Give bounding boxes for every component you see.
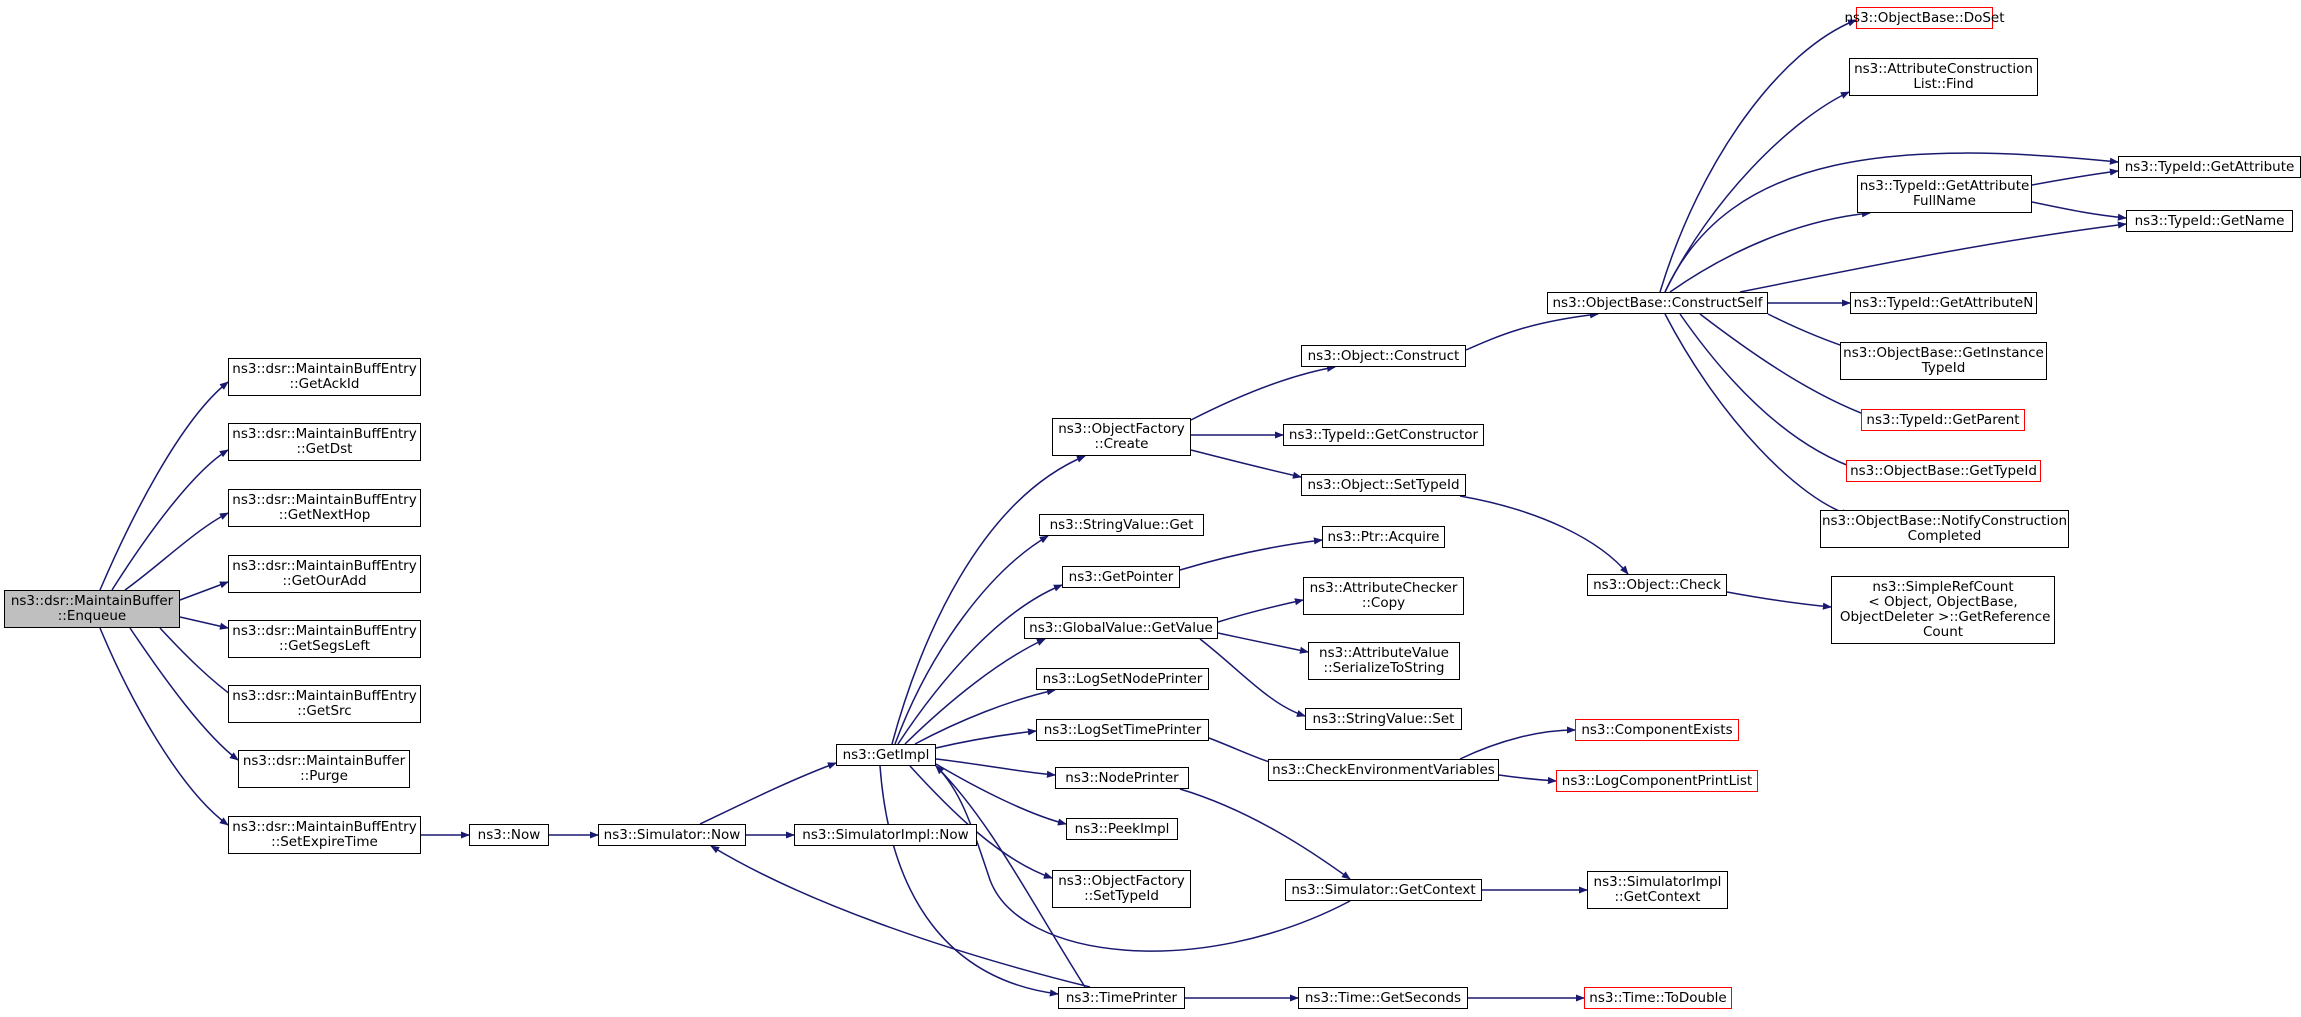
node-setexpiretime[interactable]: ns3::dsr::MaintainBuffEntry ::SetExpireT… <box>228 816 421 854</box>
edge-enqueue-getsegsleft <box>179 616 229 630</box>
edge-getimpl-timeprinter <box>879 765 1059 997</box>
edge-objconstruct-obconstructself <box>1465 311 1599 351</box>
node-objconstruct[interactable]: ns3::Object::Construct <box>1301 345 1466 367</box>
edge-enqueue-getackid <box>99 381 229 591</box>
edge-getimpl-nodeprinter <box>935 758 1056 778</box>
edge-getimpl-logsetnode <box>914 688 1056 745</box>
edge-getpointer-ptracquire <box>1179 537 1323 571</box>
edge-gvgetvalue-strset <box>1199 638 1306 717</box>
node-strget[interactable]: ns3::StringValue::Get <box>1039 514 1204 536</box>
edge-simnow-getimpl <box>699 762 837 825</box>
node-obdoset[interactable]: ns3::ObjectBase::DoSet <box>1844 7 2005 29</box>
node-simimplgetctx[interactable]: ns3::SimulatorImpl ::GetContext <box>1587 871 1728 909</box>
edge-enqueue-getdst <box>111 449 229 591</box>
node-getsrc[interactable]: ns3::dsr::MaintainBuffEntry ::GetSrc <box>228 685 421 723</box>
node-avserialize[interactable]: ns3::AttributeValue ::SerializeToString <box>1308 642 1460 680</box>
node-getdst[interactable]: ns3::dsr::MaintainBuffEntry ::GetDst <box>228 423 421 461</box>
edge-checkenv-logcompprint <box>1498 774 1557 785</box>
edge-enqueue-getouradd <box>179 581 229 601</box>
edge-cs-tidgetattrfull <box>1669 210 1871 293</box>
node-getouradd[interactable]: ns3::dsr::MaintainBuffEntry ::GetOurAdd <box>228 555 421 593</box>
node-obnotify[interactable]: ns3::ObjectBase::NotifyConstruction Comp… <box>1820 510 2069 548</box>
edge-cs-obgettypeid <box>1679 313 1861 471</box>
edge-gvgetvalue-accopy <box>1217 598 1304 623</box>
node-checkenv[interactable]: ns3::CheckEnvironmentVariables <box>1268 759 1499 781</box>
node-objcheck[interactable]: ns3::Object::Check <box>1587 574 1727 596</box>
node-peekimpl[interactable]: ns3::PeekImpl <box>1066 818 1178 840</box>
node-getimpl[interactable]: ns3::GetImpl <box>836 744 936 766</box>
node-logsetnode[interactable]: ns3::LogSetNodePrinter <box>1036 668 1209 690</box>
node-accopy[interactable]: ns3::AttributeChecker ::Copy <box>1303 577 1464 615</box>
node-timeprinter[interactable]: ns3::TimePrinter <box>1058 987 1185 1009</box>
edge-objcheck-srcgetref <box>1726 591 1832 610</box>
node-compexists[interactable]: ns3::ComponentExists <box>1575 719 1739 741</box>
node-logcompprint[interactable]: ns3::LogComponentPrintList <box>1556 770 1758 792</box>
node-simnow[interactable]: ns3::Simulator::Now <box>598 824 746 846</box>
node-timetodouble[interactable]: ns3::Time::ToDouble <box>1584 987 1732 1009</box>
edge-getimpl-ofsettypeid <box>909 765 1053 879</box>
node-getpointer[interactable]: ns3::GetPointer <box>1062 566 1180 588</box>
node-obgettypeid[interactable]: ns3::ObjectBase::GetTypeId <box>1846 460 2041 482</box>
node-getsegsleft[interactable]: ns3::dsr::MaintainBuffEntry ::GetSegsLef… <box>228 620 421 658</box>
edge-objsettypeid-objcheck <box>1459 495 1629 575</box>
node-ptracquire[interactable]: ns3::Ptr::Acquire <box>1322 526 1445 548</box>
edge-timeprinter-getimpl <box>935 765 1086 988</box>
node-timegetsec[interactable]: ns3::Time::GetSeconds <box>1298 987 1468 1009</box>
edge-getimpl-getpointer <box>897 584 1063 745</box>
edge-getimpl-logsettime <box>935 728 1037 749</box>
edge-cs-aclfind <box>1664 91 1850 293</box>
node-tidgetctor[interactable]: ns3::TypeId::GetConstructor <box>1283 424 1484 446</box>
edge-cs-tidgetparent <box>1699 313 1881 421</box>
edge-simgetctx-getimpl <box>935 765 1351 952</box>
node-getackid[interactable]: ns3::dsr::MaintainBuffEntry ::GetAckId <box>228 358 421 396</box>
edge-enqueue-getsrc <box>159 627 239 701</box>
edge-cs-tidgetname <box>1739 221 2127 293</box>
edge-getimpl-gvgetvalue <box>904 638 1046 745</box>
node-purge[interactable]: ns3::dsr::MaintainBuffer ::Purge <box>238 750 410 788</box>
node-tidgetattr[interactable]: ns3::TypeId::GetAttribute <box>2118 156 2301 178</box>
node-nodeprinter[interactable]: ns3::NodePrinter <box>1055 767 1189 789</box>
edge-gvgetvalue-avserialize <box>1217 632 1309 654</box>
edge-cs-tidgetattr <box>1664 152 2119 293</box>
node-srcgetref[interactable]: ns3::SimpleRefCount < Object, ObjectBase… <box>1831 576 2055 644</box>
node-tidgetparent[interactable]: ns3::TypeId::GetParent <box>1861 409 2025 431</box>
edge-full-tidgetattr <box>2031 168 2119 186</box>
node-ofsettypeid[interactable]: ns3::ObjectFactory ::SetTypeId <box>1052 870 1191 908</box>
node-now[interactable]: ns3::Now <box>469 824 549 846</box>
node-aclfind[interactable]: ns3::AttributeConstruction List::Find <box>1849 58 2038 96</box>
edge-getimpl-ofcreate <box>891 455 1086 745</box>
edge-checkenv-compexists <box>1459 726 1576 760</box>
edge-ofcreate-objsettypeid <box>1190 449 1302 479</box>
edge-getimpl-strget <box>894 535 1049 745</box>
node-objsettypeid[interactable]: ns3::Object::SetTypeId <box>1301 474 1466 496</box>
edge-enqueue-setexpiretime <box>99 627 229 826</box>
node-obgetinst[interactable]: ns3::ObjectBase::GetInstance TypeId <box>1840 342 2047 380</box>
node-simimplnow[interactable]: ns3::SimulatorImpl::Now <box>794 824 977 846</box>
node-gvgetvalue[interactable]: ns3::GlobalValue::GetValue <box>1024 617 1218 639</box>
node-tidgetattrn[interactable]: ns3::TypeId::GetAttributeN <box>1850 292 2037 314</box>
edge-full-tidgetname <box>2031 201 2127 221</box>
edge-getimpl-peekimpl <box>935 763 1067 826</box>
edge-enqueue-getnexthop <box>124 512 229 591</box>
node-strset[interactable]: ns3::StringValue::Set <box>1305 708 1462 730</box>
edge-timeprinter-simnow <box>710 845 1091 988</box>
node-getnexthop[interactable]: ns3::dsr::MaintainBuffEntry ::GetNextHop <box>228 489 421 527</box>
edge-ofcreate-objconstruct <box>1190 364 1336 421</box>
edge-nodeprinter-simgetctx <box>1179 788 1351 880</box>
node-simgetctx[interactable]: ns3::Simulator::GetContext <box>1285 879 1482 901</box>
node-enqueue: ns3::dsr::MaintainBuffer ::Enqueue <box>4 590 180 628</box>
edge-cs-obnotify <box>1664 313 1851 517</box>
node-tidgetname[interactable]: ns3::TypeId::GetName <box>2126 210 2293 232</box>
node-tidgetattrfull[interactable]: ns3::TypeId::GetAttribute FullName <box>1857 175 2032 213</box>
node-obconstructself[interactable]: ns3::ObjectBase::ConstructSelf <box>1547 292 1768 314</box>
edge-cs-obdoset <box>1659 19 1857 293</box>
node-logsettime[interactable]: ns3::LogSetTimePrinter <box>1036 719 1209 741</box>
edge-enqueue-purge <box>129 627 239 761</box>
node-ofcreate[interactable]: ns3::ObjectFactory ::Create <box>1052 418 1191 456</box>
